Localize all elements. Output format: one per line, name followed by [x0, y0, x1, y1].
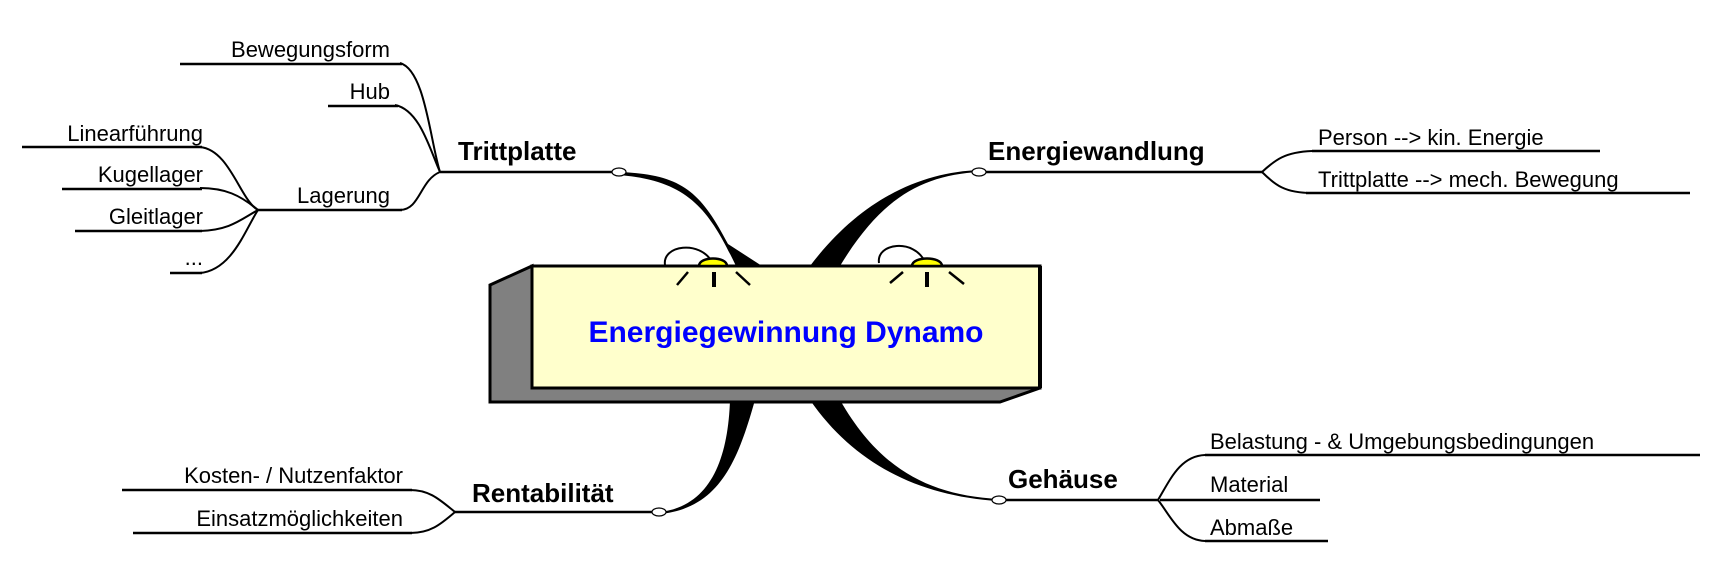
collapse-handle[interactable]	[971, 167, 987, 177]
leaf-gleitlager[interactable]: Gleitlager	[75, 204, 203, 233]
light-bulb-icon	[663, 246, 751, 287]
central-topic-title: Energiegewinnung Dynamo	[588, 316, 983, 349]
subtopic-hub[interactable]: Hub	[328, 79, 398, 108]
branch-trittplatte[interactable]: Trittplatte Bewegungsform Hub Lagerung L…	[22, 37, 627, 275]
leaf-more[interactable]: ...	[170, 245, 203, 275]
leaf-kugellager[interactable]: Kugellager	[62, 162, 203, 191]
leaf-linearfuehrung[interactable]: Linearführung	[22, 121, 203, 149]
svg-text:Kugellager: Kugellager	[98, 162, 203, 187]
branch-gehaeuse[interactable]: Gehäuse Belastung - & Umgebungsbedingung…	[991, 429, 1700, 543]
connector-gehaeuse	[810, 400, 998, 501]
light-bulb-icon	[877, 245, 965, 287]
subtopic-material[interactable]: Material	[1160, 472, 1320, 502]
central-topic[interactable]: Energiegewinnung Dynamo	[488, 263, 1042, 404]
svg-text:Lagerung: Lagerung	[297, 183, 390, 208]
svg-text:Abmaße: Abmaße	[1210, 515, 1293, 540]
svg-text:Trittplatte --> mech. Bewegung: Trittplatte --> mech. Bewegung	[1318, 167, 1619, 192]
subtopic-bewegungsform[interactable]: Bewegungsform	[180, 37, 402, 66]
subtopic-abmasse[interactable]: Abmaße	[1205, 515, 1328, 543]
subtopic-lagerung[interactable]: Lagerung Linearführung Kugellager Gleitl…	[22, 121, 402, 275]
svg-text:Kosten- / Nutzenfaktor: Kosten- / Nutzenfaktor	[184, 463, 403, 488]
subtopic-kosten-nutzenfaktor[interactable]: Kosten- / Nutzenfaktor	[122, 463, 412, 492]
connector-rentabilitaet	[660, 400, 755, 514]
connector-energiewandlung	[810, 170, 980, 266]
svg-text:Material: Material	[1210, 472, 1288, 497]
collapse-handle[interactable]	[991, 495, 1007, 505]
svg-text:Person --> kin. Energie: Person --> kin. Energie	[1318, 125, 1544, 150]
subtopic-person-kin-energie[interactable]: Person --> kin. Energie	[1312, 125, 1600, 153]
branch-rentabilitaet[interactable]: Rentabilität Kosten- / Nutzenfaktor Eins…	[122, 463, 667, 535]
svg-text:Hub: Hub	[350, 79, 390, 104]
svg-text:Gleitlager: Gleitlager	[109, 204, 203, 229]
svg-text:Bewegungsform: Bewegungsform	[231, 37, 390, 62]
svg-text:Linearführung: Linearführung	[67, 121, 203, 146]
svg-text:...: ...	[185, 245, 203, 270]
subtopic-einsatzmoeglichkeiten[interactable]: Einsatzmöglichkeiten	[133, 506, 412, 535]
topic-energiewandlung: Energiewandlung	[988, 136, 1205, 166]
branch-energiewandlung[interactable]: Energiewandlung Person --> kin. Energie …	[971, 125, 1690, 195]
collapse-handle[interactable]	[651, 507, 667, 517]
collapse-handle[interactable]	[611, 167, 627, 177]
topic-gehaeuse: Gehäuse	[1008, 464, 1118, 494]
svg-text:Einsatzmöglichkeiten: Einsatzmöglichkeiten	[196, 506, 403, 531]
svg-text:Belastung - & Umgebungsbedingu: Belastung - & Umgebungsbedingungen	[1210, 429, 1594, 454]
topic-rentabilitaet: Rentabilität	[472, 478, 614, 508]
subtopic-belastung-umgebungsbedingungen[interactable]: Belastung - & Umgebungsbedingungen	[1205, 429, 1700, 457]
subtopic-trittplatte-mech-bewegung[interactable]: Trittplatte --> mech. Bewegung	[1306, 167, 1690, 195]
topic-trittplatte: Trittplatte	[458, 136, 576, 166]
connector-trittplatte	[618, 172, 762, 266]
